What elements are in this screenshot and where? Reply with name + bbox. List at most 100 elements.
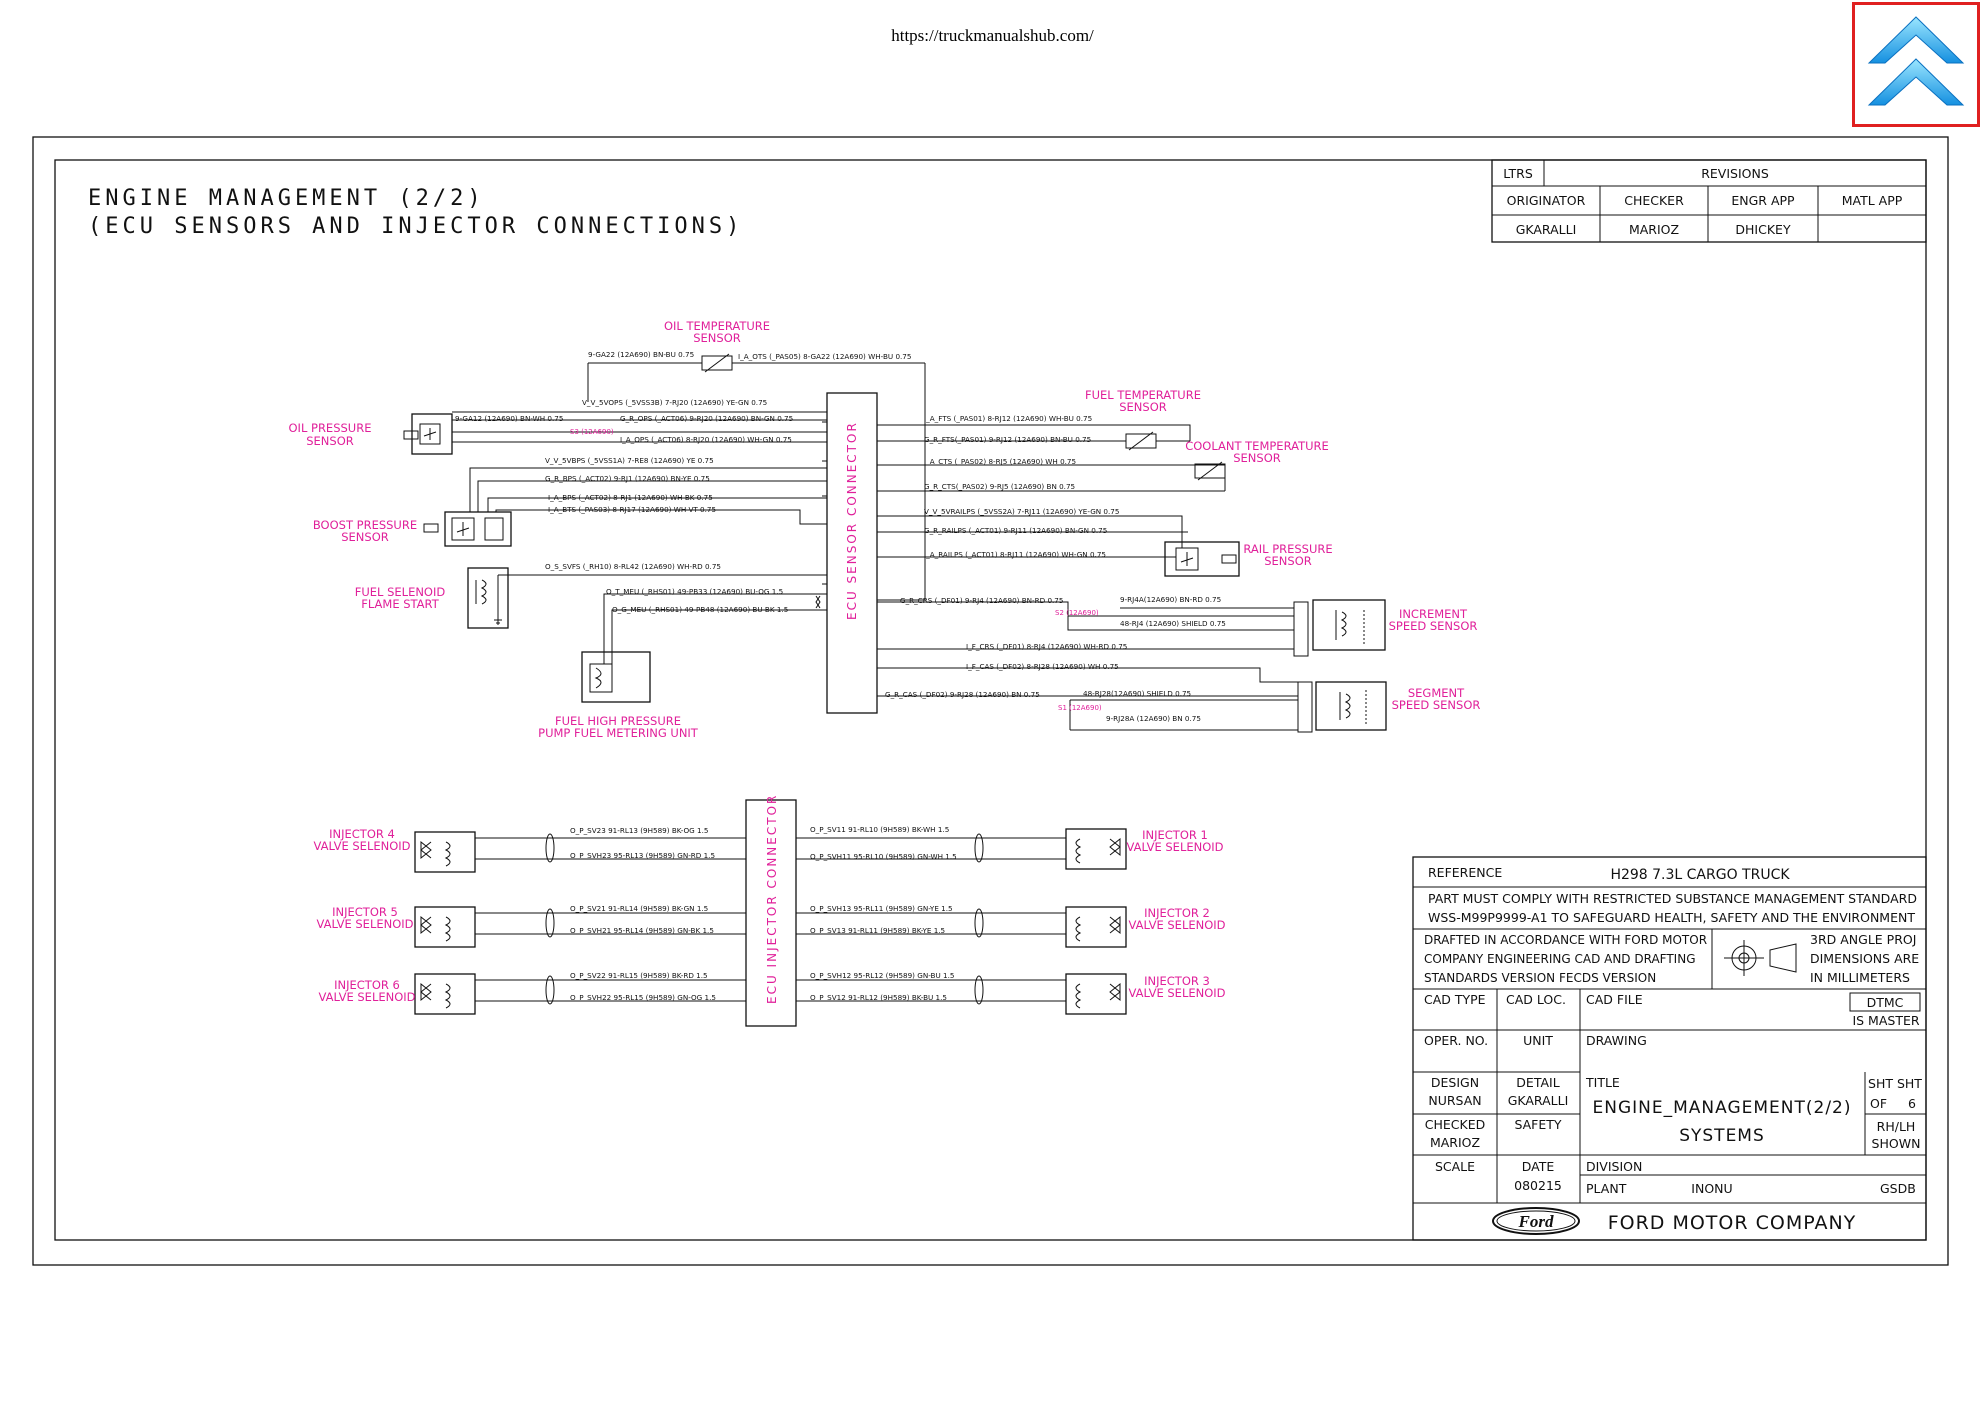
injector-1: INJECTOR 1 VALVE SELENOID O_P_SV11 91-RL…: [796, 825, 1224, 870]
wire-label: 9-RJ28A (12A690) BN 0.75: [1106, 714, 1201, 723]
plant-code: GSDB: [1880, 1181, 1916, 1196]
double-chevron-up-icon: [1867, 16, 1965, 106]
injector-6-label-1: INJECTOR 6: [334, 978, 400, 992]
scroll-up-button[interactable]: [1852, 2, 1980, 127]
wire-label: G_R_BPS (_ACT02) 9-RJ1 (12A690) BN-YE 0.…: [545, 474, 710, 483]
fuel-selenoid-label-1: FUEL SELENOID: [355, 585, 446, 599]
of-label: OF: [1870, 1096, 1887, 1111]
wire-label: O_P_SV11 91-RL10 (9H589) BK-WH 1.5: [810, 825, 949, 834]
diagram-title-line2: (ECU SENSORS AND INJECTOR CONNECTIONS): [88, 214, 744, 239]
rail-pressure-label-1: RAIL PRESSURE: [1243, 542, 1332, 556]
wire-label: I_F_CAS (_DF02) 8-RJ28 (12A690) WH 0.75: [966, 662, 1119, 671]
fuel-selenoid-label-2: FLAME START: [361, 597, 439, 611]
drawing-title-1: ENGINE_MANAGEMENT(2/2): [1593, 1098, 1852, 1118]
increment-speed-sensor: INCREMENT SPEED SENSOR 9-RJ4A(12A690) BN…: [877, 595, 1478, 657]
engr-app-label: ENGR APP: [1731, 193, 1795, 208]
design-name: NURSAN: [1428, 1093, 1481, 1108]
coolant-temperature-sensor: COOLANT TEMPERATURE SENSOR I_A_CTS (_PAS…: [877, 439, 1329, 492]
increment-label-2: SPEED SENSOR: [1389, 619, 1478, 633]
third-angle-projection-icon: [1724, 940, 1797, 976]
angle-line-3: IN MILLIMETERS: [1810, 970, 1910, 985]
wire-label: I_F_CRS (_DF01) 8-RJ4 (12A690) WH-RD 0.7…: [966, 642, 1127, 651]
injector-6-label-2: VALVE SELENOID: [318, 990, 415, 1004]
matl-app-label: MATL APP: [1842, 193, 1903, 208]
injector-6: INJECTOR 6 VALVE SELENOID O_P_SV22 91-RL…: [318, 971, 746, 1015]
checker-name: MARIOZ: [1629, 222, 1679, 237]
wire-label: G_R_RAILPS (_ACT01) 9-RJ11 (12A690) BN-G…: [924, 526, 1107, 535]
wire-label: G_R_FTS(_PAS01) 9-RJ12 (12A690) BN-BU 0.…: [924, 435, 1091, 444]
is-master-label: IS MASTER: [1852, 1013, 1919, 1028]
wire-label: O_P_SVH12 95-RL12 (9H589) GN-BU 1.5: [810, 971, 954, 980]
wire-label: S2 (12A690): [1055, 609, 1099, 617]
checked-label: CHECKED: [1425, 1117, 1485, 1132]
fuel-selenoid-flame-start: FUEL SELENOID FLAME START O_S_SVFS (_RH1…: [355, 562, 827, 629]
wire-label: I_A_FTS (_PAS01) 8-RJ12 (12A690) WH-BU 0…: [924, 414, 1092, 423]
boost-pressure-label-1: BOOST PRESSURE: [313, 518, 417, 532]
wire-label: 9-RJ4A(12A690) BN-RD 0.75: [1120, 595, 1221, 604]
wire-label: S1 (12A690): [1058, 704, 1102, 712]
increment-label-1: INCREMENT: [1399, 607, 1468, 621]
sht-label: SHT SHT: [1868, 1076, 1922, 1091]
rhlh-label-2: SHOWN: [1872, 1136, 1921, 1151]
fuel-temperature-label-2: SENSOR: [1119, 400, 1167, 414]
wire-label: G_R_CAS (_DF02) 9-RJ28 (12A690) BN 0.75: [885, 690, 1040, 699]
wire-label: S3 (12A690): [570, 428, 614, 436]
title-label: TITLE: [1585, 1075, 1620, 1090]
wire-label: O_P_SVH23 95-RL13 (9H589) GN-RD 1.5: [570, 851, 715, 860]
wire-label: O_P_SVH13 95-RL11 (9H589) GN-YE 1.5: [810, 904, 953, 913]
wire-label: G_R_OPS (_ACT06) 9-RJ20 (12A690) BN-GN 0…: [620, 414, 793, 423]
fhp-label-1: FUEL HIGH PRESSURE: [555, 714, 681, 728]
cad-file-label: CAD FILE: [1586, 992, 1643, 1007]
fuel-high-pressure-pump: FUEL HIGH PRESSURE PUMP FUEL METERING UN…: [538, 587, 827, 740]
wire-label: I_A_CTS (_PAS02) 8-RJ5 (12A690) WH 0.75: [924, 457, 1076, 466]
oil-temperature-label-1: OIL TEMPERATURE: [664, 319, 770, 333]
unit-label: UNIT: [1523, 1033, 1553, 1048]
fuel-temperature-label-1: FUEL TEMPERATURE: [1085, 388, 1201, 402]
wire-label: 9-GA12 (12A690) BN-WH 0.75: [455, 414, 563, 423]
injector-4-label-1: INJECTOR 4: [329, 827, 395, 841]
injector-3-label-2: VALVE SELENOID: [1128, 986, 1225, 1000]
fhp-label-2: PUMP FUEL METERING UNIT: [538, 726, 699, 740]
checked-name: MARIOZ: [1430, 1135, 1480, 1150]
injector-2: INJECTOR 2 VALVE SELENOID O_P_SVH13 95-R…: [796, 904, 1226, 948]
cad-type-label: CAD TYPE: [1424, 992, 1486, 1007]
ltrs-label: LTRS: [1503, 166, 1533, 181]
division-label: DIVISION: [1586, 1159, 1642, 1174]
oil-temperature-label-2: SENSOR: [693, 331, 741, 345]
date-value: 080215: [1514, 1178, 1562, 1193]
drawing-label: DRAWING: [1586, 1033, 1647, 1048]
comply-line-1: PART MUST COMPLY WITH RESTRICTED SUBSTAN…: [1428, 891, 1917, 906]
wire-label: I_A_OTS (_PAS05) 8-GA22 (12A690) WH-BU 0…: [738, 352, 911, 361]
page-url: https://truckmanualshub.com/: [891, 26, 1094, 45]
segment-label-2: SPEED SENSOR: [1392, 698, 1481, 712]
plant-label: PLANT: [1586, 1181, 1627, 1196]
injector-5-label-2: VALVE SELENOID: [316, 917, 413, 931]
wire-label: O_P_SV21 91-RL14 (9H589) BK-GN 1.5: [570, 904, 708, 913]
wire-label: O_P_SVH21 95-RL14 (9H589) GN-BK 1.5: [570, 926, 714, 935]
drawing-title-2: SYSTEMS: [1679, 1126, 1765, 1146]
wire-label: I_A_BPS (_ACT02) 8-RJ1 (12A690) WH-BK 0.…: [548, 493, 713, 502]
wire-label: 48-RJ28(12A690) SHIELD 0.75: [1083, 689, 1191, 698]
oil-pressure-label-2: SENSOR: [306, 434, 354, 448]
inner-frame: [54, 159, 1927, 1241]
detail-label: DETAIL: [1516, 1075, 1559, 1090]
rhlh-label-1: RH/LH: [1877, 1119, 1916, 1134]
oil-pressure-label-1: OIL PRESSURE: [289, 421, 372, 435]
angle-line-2: DIMENSIONS ARE: [1810, 951, 1919, 966]
wire-label: 9-GA22 (12A690) BN-BU 0.75: [588, 350, 694, 359]
originator-name: GKARALLI: [1516, 222, 1577, 237]
comply-line-2: WSS-M99P9999-A1 TO SAFEGUARD HEALTH, SAF…: [1428, 910, 1915, 925]
wire-label: V_V_5VOPS (_5VSS3B) 7-RJ20 (12A690) YE-G…: [582, 398, 767, 407]
detail-name: GKARALLI: [1508, 1093, 1569, 1108]
wire-label: O_S_SVFS (_RH10) 8-RL42 (12A690) WH-RD 0…: [545, 562, 721, 571]
segment-speed-sensor: SEGMENT SPEED SENSOR I_F_CAS (_DF02) 8-R…: [877, 662, 1481, 733]
wire-label: V_V_5VRAILPS (_5VSS2A) 7-RJ11 (12A690) Y…: [924, 507, 1119, 516]
wire-label: O_P_SVH11 95-RL10 (9H589) GN-WH 1.5: [810, 852, 957, 861]
injector-2-label-1: INJECTOR 2: [1144, 906, 1210, 920]
revisions-block: LTRS REVISIONS ORIGINATOR CHECKER ENGR A…: [1491, 159, 1927, 243]
reference-label: REFERENCE: [1428, 865, 1502, 880]
wire-label: O_P_SV23 91-RL13 (9H589) BK-OG 1.5: [570, 826, 708, 835]
dtmc-label: DTMC: [1867, 995, 1904, 1010]
wire-label: O_P_SV22 91-RL15 (9H589) BK-RD 1.5: [570, 971, 708, 980]
segment-label-1: SEGMENT: [1408, 686, 1465, 700]
